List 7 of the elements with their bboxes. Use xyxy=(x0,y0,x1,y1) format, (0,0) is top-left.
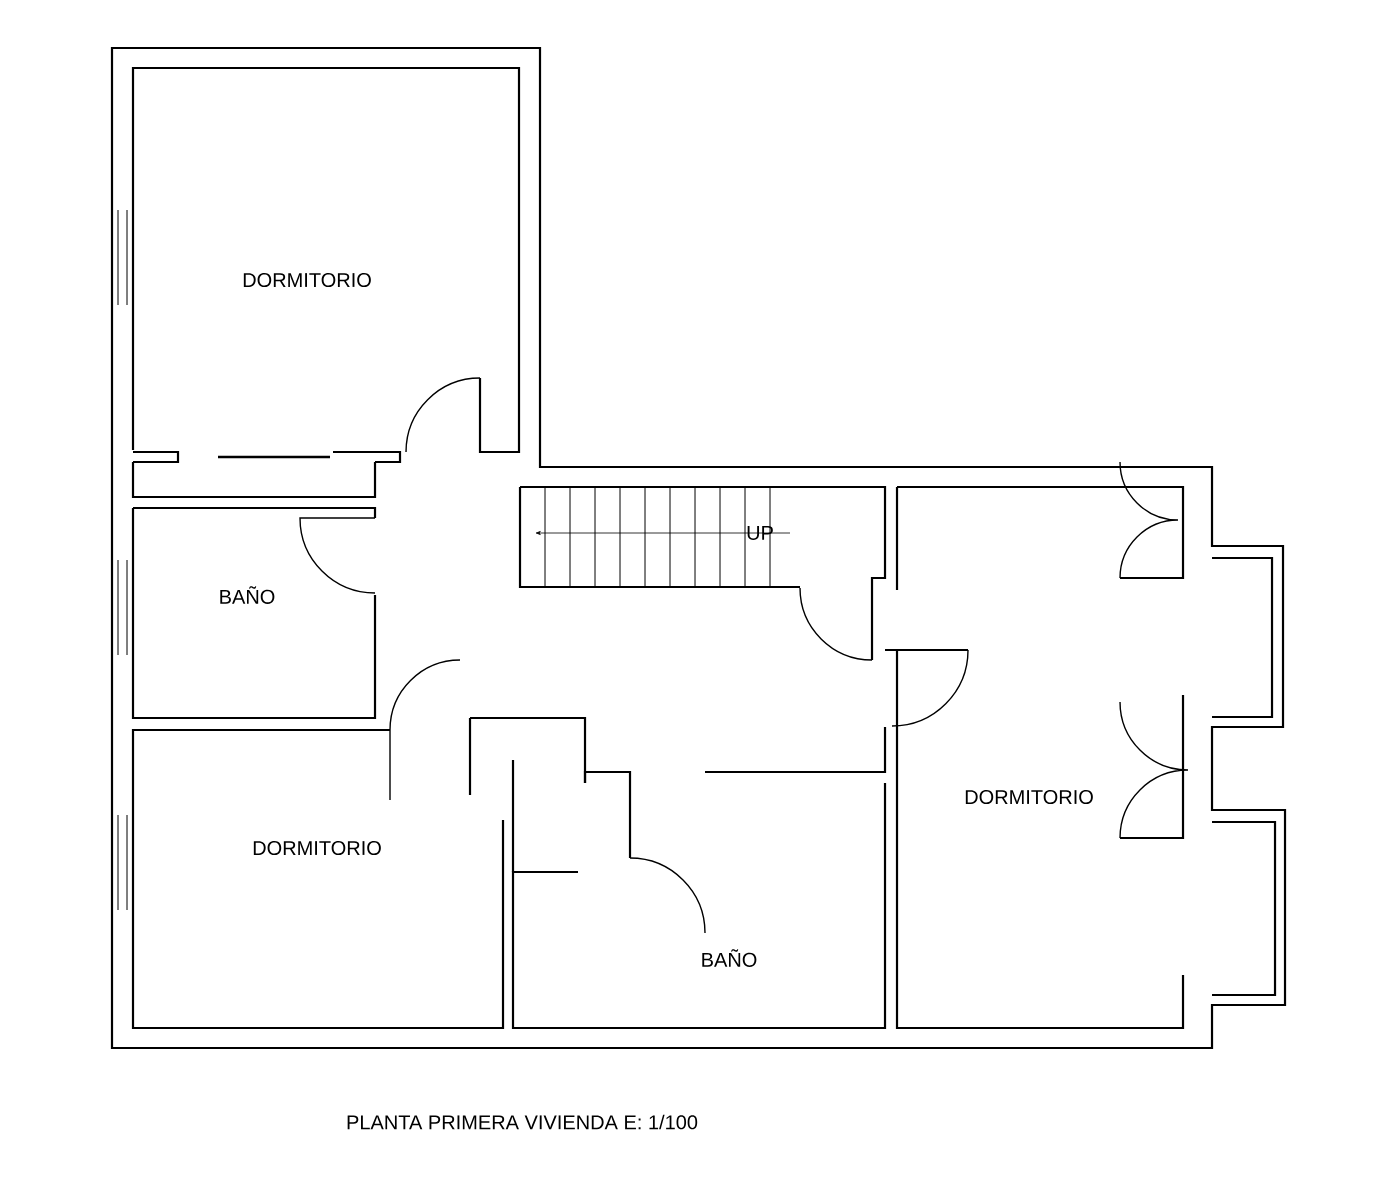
room-label: DORMITORIO xyxy=(243,272,371,288)
room-label: DORMITORIO xyxy=(965,789,1093,805)
caption: PLANTA PRIMERA VIVIENDA E: 1/100 xyxy=(347,1114,698,1130)
room-label: DORMITORIO xyxy=(253,840,381,856)
room-label: UP xyxy=(747,526,773,540)
room-label: BAÑO xyxy=(702,949,757,967)
room-label: BAÑO xyxy=(220,586,275,604)
